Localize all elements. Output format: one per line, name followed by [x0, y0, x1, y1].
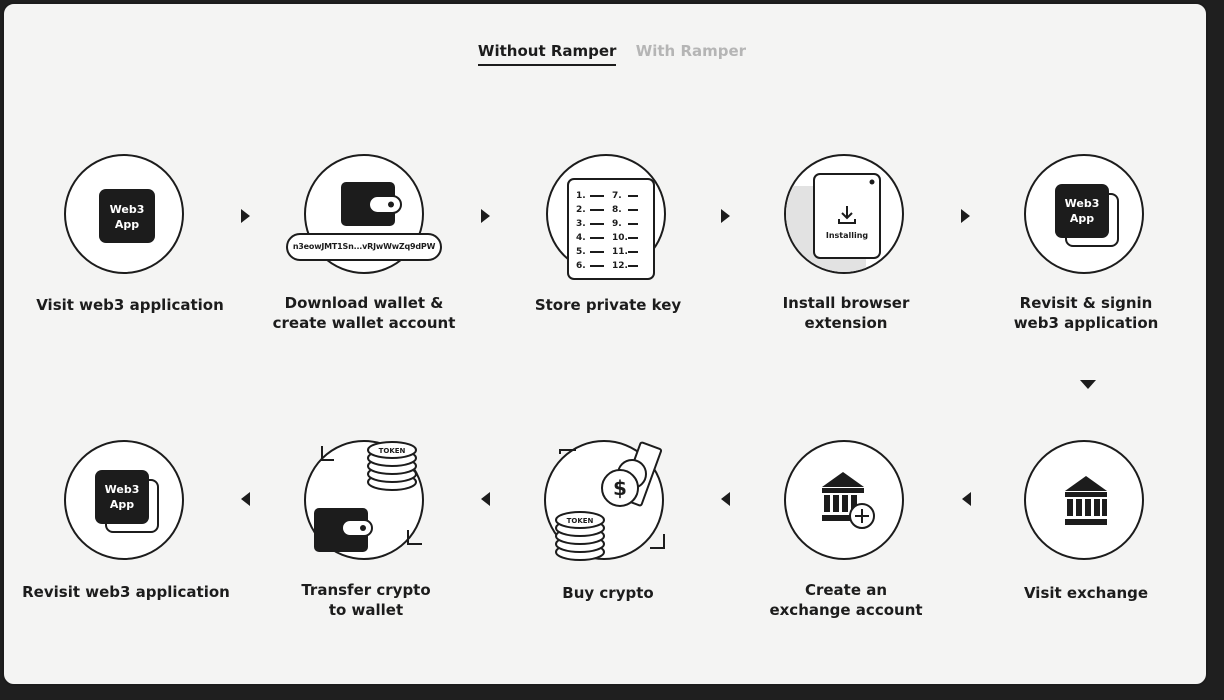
bank-plus-icon — [822, 472, 875, 529]
arrow-right-1 — [241, 209, 250, 223]
svg-text:TOKEN: TOKEN — [567, 517, 594, 525]
transfer-crypto-label-1: Transfer crypto — [301, 581, 431, 599]
wallet-icon — [314, 508, 373, 552]
revisit-signin-circle: Web3 App — [1024, 154, 1144, 274]
transfer-crypto-icon: TOKEN — [314, 441, 422, 552]
create-exchange-label-2: exchange account — [769, 601, 923, 619]
store-key-label: Store private key — [534, 296, 682, 314]
buy-crypto-label: Buy crypto — [562, 584, 654, 602]
flow-card — [2, 2, 1208, 686]
web3-app-stack-icon: Web3 App — [95, 470, 159, 533]
svg-text:3.: 3. — [576, 219, 586, 229]
download-wallet-label-1: Download wallet & — [284, 294, 444, 312]
svg-text:App: App — [1070, 212, 1094, 225]
create-exchange-label-1: Create an — [804, 581, 888, 599]
svg-text:11.: 11. — [612, 247, 628, 257]
svg-text:5.: 5. — [576, 247, 586, 257]
visit-exchange-label: Visit exchange — [1023, 584, 1149, 602]
wallet-address-pill: n3eowJMT1Sn...vRJwWwZq9dPW — [286, 233, 442, 261]
svg-text:12.: 12. — [612, 261, 628, 271]
arrow-right-4 — [961, 209, 970, 223]
web3-app-stack-icon: Web3 App — [1055, 184, 1119, 247]
arrow-left-1 — [962, 492, 971, 506]
buy-crypto-circle: $ TOKEN — [544, 440, 665, 561]
revisit-signin-label-1: Revisit & signin — [1019, 294, 1153, 312]
install-extension-circle: Installing — [784, 154, 904, 274]
tab-bar: Without Ramper With Ramper — [0, 42, 1224, 66]
wallet-icon — [341, 182, 402, 226]
svg-text:TOKEN: TOKEN — [379, 447, 406, 455]
store-key-circle: 1. 2. 3. 4. 5. 6. 7. 8. 9. 10. 11. 12. — [546, 154, 666, 280]
create-exchange-circle — [784, 440, 904, 560]
svg-text:Installing: Installing — [826, 231, 869, 240]
visit-app-circle: Web3 App — [64, 154, 184, 274]
svg-text:10.: 10. — [612, 233, 628, 243]
install-extension-label-1: Install browser — [782, 294, 910, 312]
arrow-right-2 — [481, 209, 490, 223]
svg-text:Web3: Web3 — [105, 483, 140, 496]
download-wallet-label-2: create wallet account — [272, 314, 456, 332]
arrow-left-4 — [241, 492, 250, 506]
tab-with-ramper[interactable]: With Ramper — [635, 42, 747, 60]
svg-text:Web3: Web3 — [110, 203, 145, 216]
revisit-app-circle: Web3 App — [64, 440, 184, 560]
svg-text:7.: 7. — [612, 191, 622, 201]
arrow-down — [1080, 380, 1096, 389]
svg-text:4.: 4. — [576, 233, 586, 243]
svg-text:1.: 1. — [576, 191, 586, 201]
svg-text:Web3: Web3 — [1065, 197, 1100, 210]
svg-text:$: $ — [613, 476, 627, 500]
arrow-left-2 — [721, 492, 730, 506]
browser-extension-icon: Installing — [786, 173, 881, 272]
download-icon — [838, 206, 856, 224]
transfer-crypto-label-2: to wallet — [328, 601, 404, 619]
svg-text:App: App — [115, 218, 139, 231]
web3-app-icon: Web3 App — [99, 189, 155, 243]
visit-app-label: Visit web3 application — [36, 296, 224, 314]
revisit-app-label: Revisit web3 application — [22, 583, 230, 601]
svg-text:App: App — [110, 498, 134, 511]
install-extension-label-2: extension — [804, 314, 888, 332]
private-key-list-icon: 1. 2. 3. 4. 5. 6. 7. 8. 9. 10. 11. 12. — [567, 178, 655, 280]
tab-without-ramper[interactable]: Without Ramper — [477, 42, 617, 66]
visit-exchange-circle — [1024, 440, 1144, 560]
svg-text:6.: 6. — [576, 261, 586, 271]
revisit-signin-label-2: web3 application — [1013, 314, 1159, 332]
arrow-left-3 — [481, 492, 490, 506]
svg-text:9.: 9. — [612, 219, 622, 229]
bank-icon — [1065, 476, 1107, 525]
arrow-right-3 — [721, 209, 730, 223]
buy-crypto-icon: $ TOKEN — [555, 441, 665, 561]
svg-text:8.: 8. — [612, 205, 622, 215]
transfer-crypto-circle: TOKEN — [304, 440, 424, 560]
svg-text:2.: 2. — [576, 205, 586, 215]
